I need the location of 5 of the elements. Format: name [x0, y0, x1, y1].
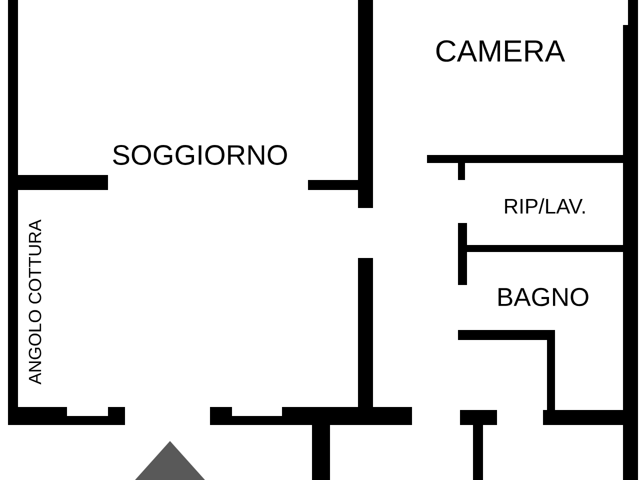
room-label: ANGOLO COTTURA	[28, 220, 42, 384]
room-label: RIP/LAV.	[505, 198, 585, 214]
room-label: BAGNO	[498, 288, 588, 306]
room-label: SOGGIORNO	[113, 145, 287, 165]
room-label: CAMERA	[436, 40, 566, 62]
